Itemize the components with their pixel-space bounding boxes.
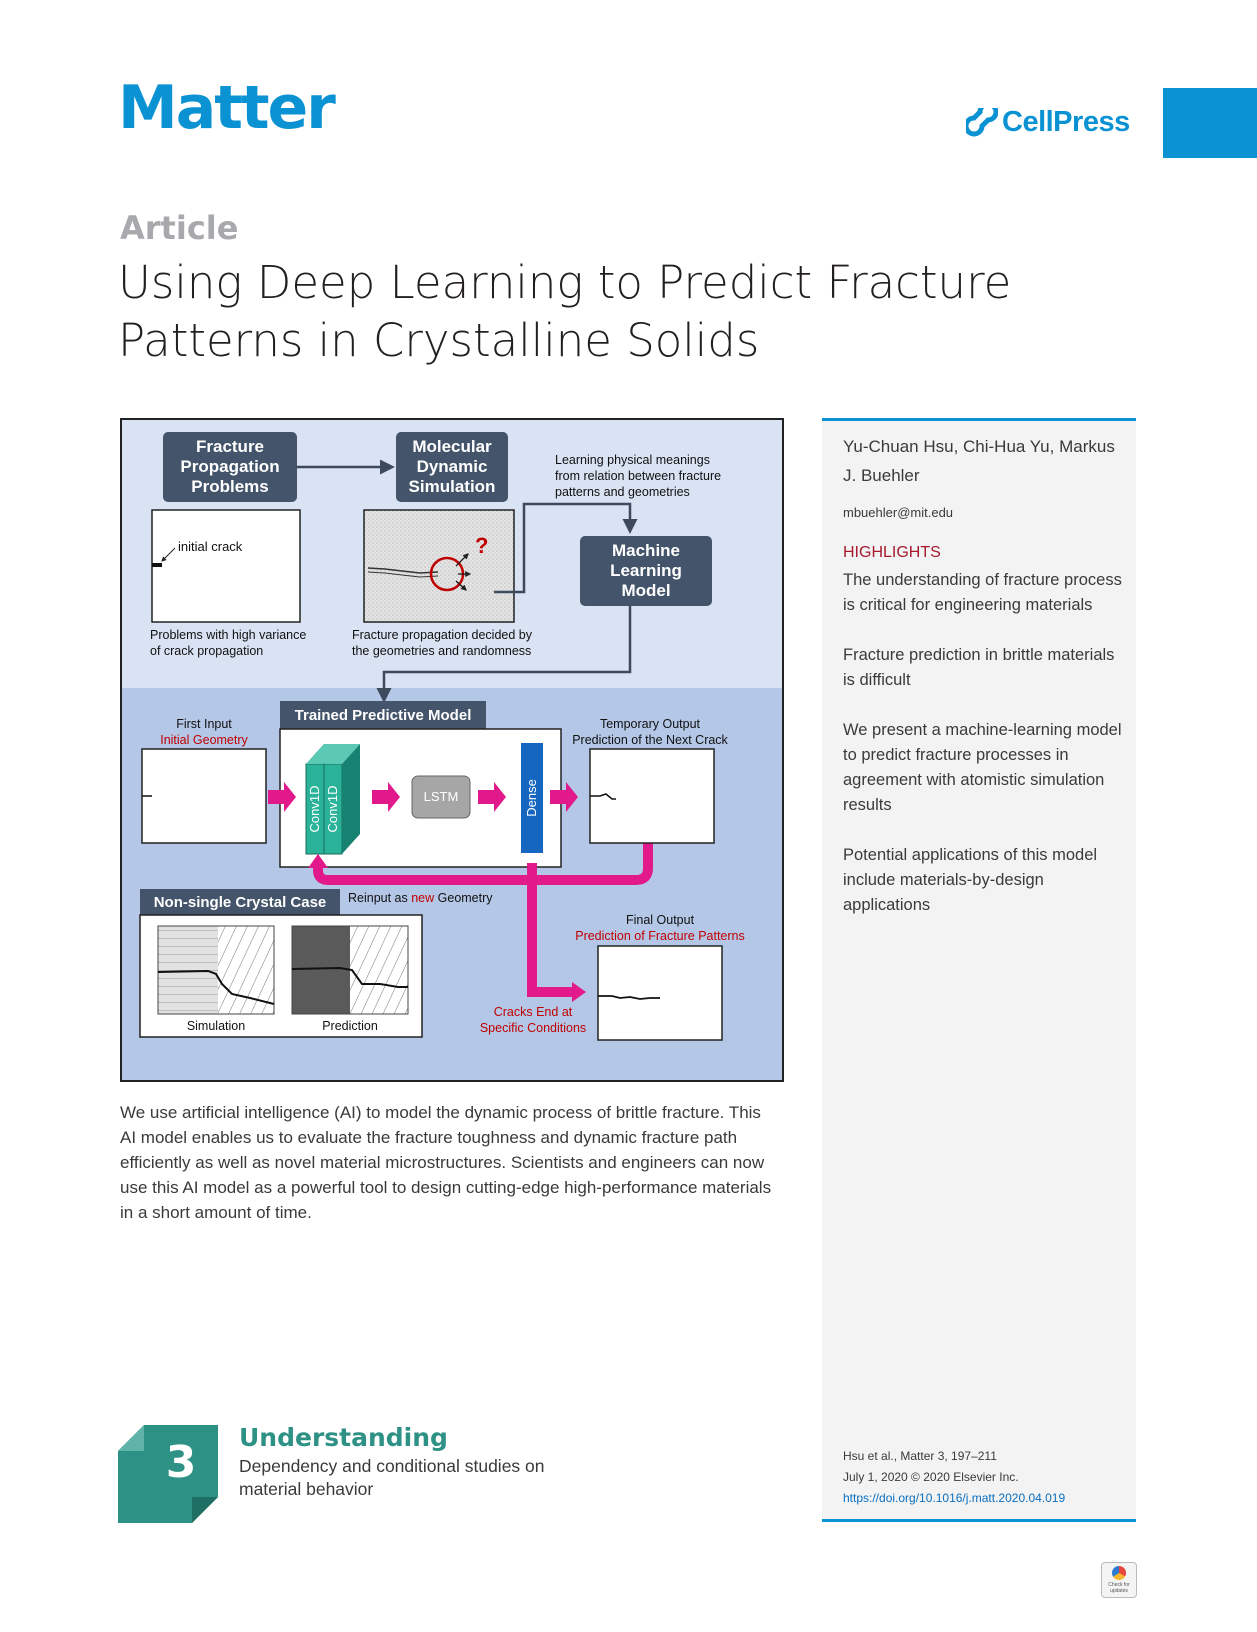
caption-mid-2: the geometries and randomness — [352, 644, 531, 658]
learning-note-2: from relation between fracture — [555, 469, 721, 483]
check-updates-icon — [1112, 1566, 1126, 1580]
final-output-panel — [597, 945, 723, 1041]
highlight-item: We present a machine-learning model to p… — [843, 721, 1122, 814]
cracks-end-label: Cracks End at — [494, 1005, 573, 1019]
simulation-image — [157, 925, 275, 1015]
question-mark: ? — [475, 533, 488, 558]
trained-model-header — [280, 701, 486, 729]
fracture-problems-label-2: Propagation — [180, 457, 279, 476]
caption-left-1: Problems with high variance — [150, 628, 306, 642]
doi-link[interactable]: https://doi.org/10.1016/j.matt.2020.04.0… — [843, 1491, 1066, 1505]
next-crack-label: Prediction of the Next Crack — [572, 733, 728, 747]
ml-label-2: Learning — [610, 561, 682, 580]
pink-arrow-3 — [478, 782, 506, 812]
md-label-1: Molecular — [412, 437, 492, 456]
graphical-abstract: Fracture Propagation Problems Molecular … — [120, 418, 784, 1082]
badge-description: Dependency and conditional studies on ma… — [239, 1456, 545, 1499]
summary-text: We use artificial intelligence (AI) to m… — [120, 1103, 772, 1222]
final-output-arrow — [527, 863, 572, 997]
md-snapshot-panel — [363, 509, 515, 623]
badge-level: 3 — [166, 1437, 197, 1488]
pink-arrow-4 — [550, 782, 578, 812]
conv1d-label-2: Conv1D — [325, 786, 340, 833]
journal-tab-marker — [1163, 88, 1257, 158]
fracture-problems-label-1: Fracture — [196, 437, 264, 456]
publisher-logo: CellPress — [966, 106, 1130, 139]
fracture-problems-label-3: Problems — [191, 477, 268, 496]
temp-output-label: Temporary Output — [600, 717, 701, 731]
md-label-3: Simulation — [409, 477, 496, 496]
prediction-image — [291, 925, 409, 1015]
ml-label-3: Model — [621, 581, 670, 600]
trained-model-label: Trained Predictive Model — [295, 707, 472, 724]
final-output-label: Final Output — [626, 913, 695, 927]
caption-mid-1: Fracture propagation decided by — [352, 628, 533, 642]
article-title: Using Deep Learning to Predict Fracture … — [118, 256, 1012, 367]
reinput-label: Reinput as new Geometry — [348, 891, 493, 905]
authors: Yu-Chuan Hsu, Chi-Hua Yu, Markus J. Bueh… — [843, 437, 1115, 485]
caption-left-2: of crack propagation — [150, 644, 263, 658]
first-input-panel — [141, 748, 267, 844]
non-single-header — [140, 889, 340, 915]
publisher-name: CellPress — [1002, 106, 1130, 138]
reinput-loop — [313, 843, 653, 885]
ml-model-box — [580, 536, 712, 606]
initial-geometry-label: Initial Geometry — [160, 733, 248, 747]
pink-arrow-2 — [372, 782, 400, 812]
dense-block — [521, 743, 543, 853]
pink-arrow-1 — [268, 782, 296, 812]
fracture-problems-box — [163, 432, 297, 502]
dense-label: Dense — [524, 779, 539, 817]
md-label-2: Dynamic — [417, 457, 488, 476]
highlights-list: The understanding of fracture process is… — [843, 568, 1123, 943]
initial-crack-panel — [151, 509, 301, 623]
arrow-to-ml — [494, 502, 638, 594]
lstm-block — [411, 775, 471, 819]
citation-line: Hsu et al., Matter 3, 197–211 — [843, 1449, 997, 1463]
conv1d-label-1: Conv1D — [307, 786, 322, 833]
learning-note-3: patterns and geometries — [555, 485, 690, 499]
cellpress-icon — [966, 107, 998, 136]
level-badge-icon: 3 — [118, 1425, 218, 1523]
article-type: Article — [120, 209, 239, 247]
prediction-label: Prediction — [322, 1019, 378, 1033]
contact-email[interactable]: mbuehler@mit.edu — [843, 505, 954, 520]
non-single-label: Non-single Crystal Case — [154, 894, 327, 911]
specific-conditions-label: Specific Conditions — [480, 1021, 586, 1035]
fracture-patterns-label: Prediction of Fracture Patterns — [575, 929, 745, 943]
check-updates-label: Check for updates — [1108, 1582, 1130, 1594]
arrow-to-trained — [376, 606, 632, 703]
md-simulation-box — [396, 432, 508, 502]
check-updates-button[interactable]: Check for updates — [1101, 1562, 1137, 1598]
initial-crack-label: initial crack — [178, 539, 243, 554]
highlights-heading: HIGHLIGHTS — [843, 544, 941, 561]
citation-block: Hsu et al., Matter 3, 197–211 July 1, 20… — [843, 1446, 1065, 1509]
learning-note-1: Learning physical meanings — [555, 453, 710, 467]
ml-label-1: Machine — [612, 541, 680, 560]
simulation-label: Simulation — [187, 1019, 245, 1033]
highlight-item: Fracture prediction in brittle materials… — [843, 646, 1115, 689]
first-input-label: First Input — [176, 717, 232, 731]
highlight-item: Potential applications of this model inc… — [843, 846, 1098, 914]
journal-title: Matter — [118, 73, 336, 143]
badge-title: Understanding — [239, 1423, 448, 1452]
temp-output-panel — [589, 748, 715, 844]
sidebar — [822, 418, 1136, 1522]
publication-date: July 1, 2020 © 2020 Elsevier Inc. — [843, 1470, 1019, 1484]
lstm-label: LSTM — [424, 789, 459, 804]
highlight-item: The understanding of fracture process is… — [843, 571, 1122, 614]
